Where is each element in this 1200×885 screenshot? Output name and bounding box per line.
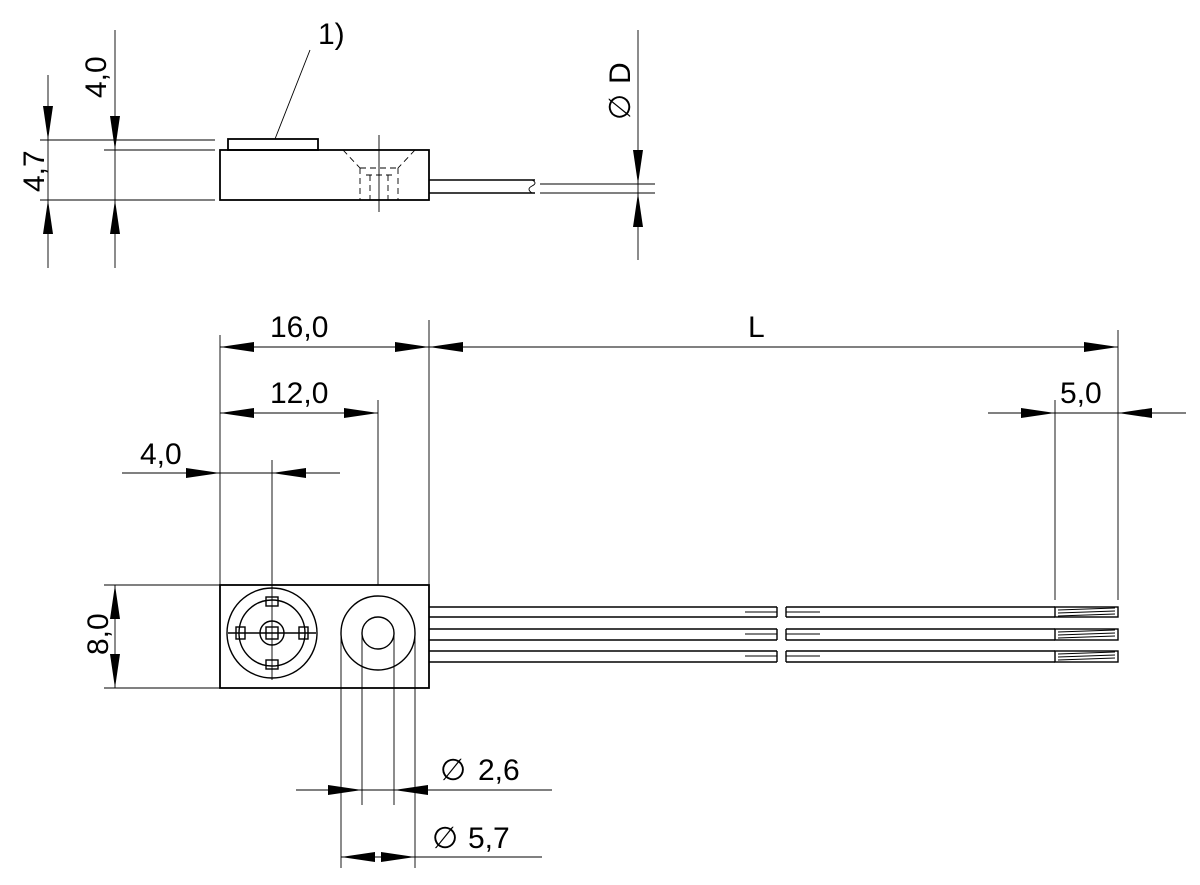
side-view-cap xyxy=(227,138,319,151)
top-view-body xyxy=(219,584,430,689)
diameter-symbol-5-7: ∅ xyxy=(432,822,458,855)
top-view: 16,0 L 12,0 4,0 5,0 xyxy=(82,311,1186,868)
dimension-label-4-0-side: 4,0 xyxy=(80,56,113,98)
dimension-width: 8,0 xyxy=(82,584,220,689)
note-leader-line xyxy=(274,49,311,140)
dimension-label-4-7: 4,7 xyxy=(18,150,51,192)
diameter-symbol-2-6: ∅ xyxy=(440,754,466,787)
dimension-label-8-0: 8,0 xyxy=(82,613,115,655)
side-view: 1) 4,7 4,0 ∅ D xyxy=(18,18,655,268)
dimension-label-l: L xyxy=(748,311,765,344)
stripped-wire-ends xyxy=(1054,606,1119,663)
dimension-label-4-0-top: 4,0 xyxy=(140,438,182,471)
dimension-label-16-0: 16,0 xyxy=(270,311,328,344)
dimension-strip-length: 5,0 xyxy=(988,377,1186,600)
side-view-cable xyxy=(429,179,655,194)
dimension-label-12-0: 12,0 xyxy=(270,377,328,410)
dimension-adjuster-center: 4,0 xyxy=(122,438,340,478)
dimension-length: 16,0 L xyxy=(219,311,1119,600)
dimension-height-total: 4,7 xyxy=(18,75,215,268)
side-view-body xyxy=(219,149,430,201)
dimension-hole-center: 12,0 xyxy=(220,377,378,418)
side-view-hidden-hole xyxy=(342,135,416,212)
dimension-cable-diameter: ∅ D xyxy=(604,30,643,260)
dimension-label-5-0: 5,0 xyxy=(1060,377,1102,410)
dimension-hole-inner-diameter: ∅ 2,6 xyxy=(296,633,552,805)
dimension-height-body: 4,0 xyxy=(80,30,215,268)
adjuster-screw xyxy=(226,460,318,680)
dimension-label-2-6: 2,6 xyxy=(478,754,520,787)
diameter-symbol-d: ∅ xyxy=(604,94,637,120)
dimension-label-5-7: 5,7 xyxy=(468,822,510,855)
optical-hole xyxy=(340,400,416,671)
top-view-cables xyxy=(429,606,1055,663)
dimension-hole-outer-diameter: ∅ 5,7 xyxy=(340,633,542,868)
dimension-label-d: D xyxy=(604,62,637,84)
note-marker-label: 1) xyxy=(318,18,345,51)
